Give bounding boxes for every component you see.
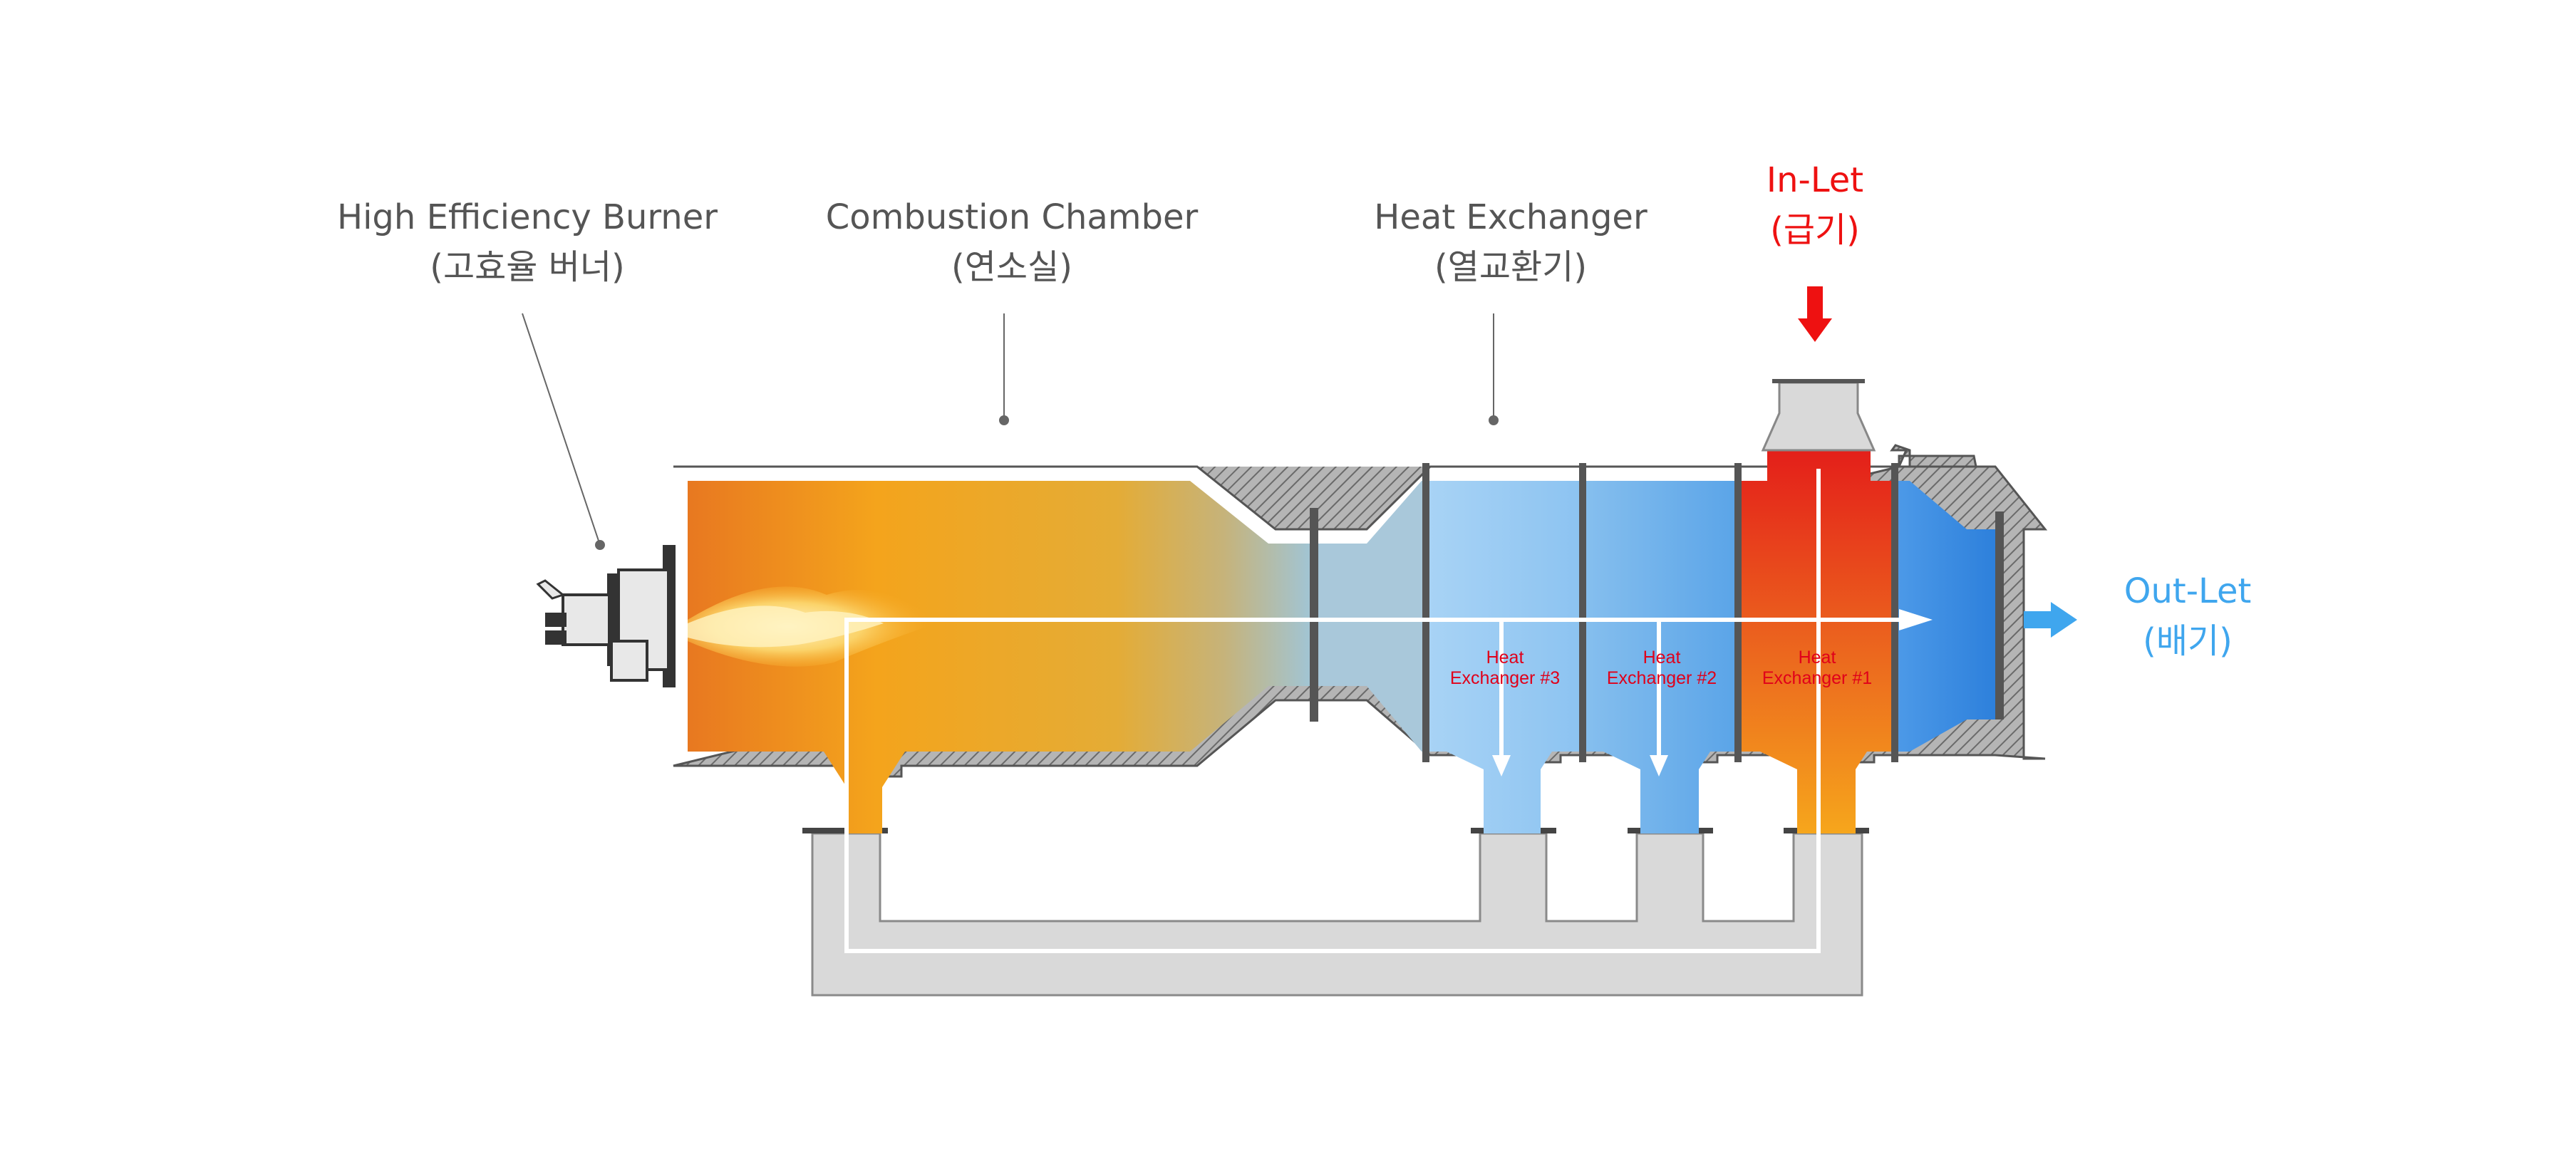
- hx1-label: Heat Exchanger #1: [1742, 648, 1892, 689]
- outlet-arrow-icon: [2024, 602, 2077, 638]
- hx1-label-line2: Exchanger #1: [1762, 668, 1873, 688]
- chamber-label-ko: (연소실): [951, 247, 1072, 287]
- inlet-hopper: [1761, 381, 1876, 452]
- hx3-label-line2: Exchanger #3: [1449, 668, 1561, 688]
- outlet-label-ko: (배기): [2143, 621, 2233, 661]
- flow-arrowheads: [1492, 609, 1933, 776]
- hx2-label: Heat Exchanger #2: [1587, 648, 1737, 689]
- outlet-label: Out-Let (배기): [2045, 566, 2330, 666]
- return-duct: [802, 828, 1869, 997]
- hx1-label-line1: Heat: [1798, 648, 1836, 667]
- chamber-label: Combustion Chamber (연소실): [798, 192, 1226, 292]
- divider-plates: [1310, 463, 1898, 762]
- exchanger-label-ko: (열교환기): [1434, 247, 1588, 287]
- exchanger-label-en: Heat Exchanger: [1374, 197, 1647, 237]
- burner-flame: [688, 586, 937, 667]
- chamber-label-en: Combustion Chamber: [825, 197, 1199, 237]
- burner-label-en: High Efficiency Burner: [337, 197, 718, 237]
- air-flow-path: [844, 469, 1899, 953]
- hx2-label-line2: Exchanger #2: [1606, 668, 1717, 688]
- inlet-arrow-icon: [1798, 286, 1832, 342]
- leader-lines: [522, 313, 1494, 546]
- inlet-label-ko: (급기): [1770, 210, 1860, 250]
- burner-unit: [536, 545, 676, 687]
- outlet-flange: [1995, 511, 2004, 719]
- heat-exchanger-3-body: [1429, 481, 1583, 833]
- leader-dots: [595, 415, 1499, 550]
- hx2-label-line1: Heat: [1643, 648, 1681, 667]
- outlet-label-en: Out-Let: [2124, 571, 2252, 611]
- outlet-section: [1895, 481, 1999, 752]
- reducer-section: [1318, 481, 1429, 752]
- hx3-label: Heat Exchanger #3: [1430, 648, 1580, 689]
- hx3-label-line1: Heat: [1486, 648, 1524, 667]
- burner-label-ko: (고효율 버너): [430, 247, 625, 287]
- inlet-label: In-Let (급기): [1672, 155, 1957, 255]
- exchanger-label: Heat Exchanger (열교환기): [1297, 192, 1724, 292]
- burner-label: High Efficiency Burner (고효율 버너): [314, 192, 741, 292]
- inlet-label-en: In-Let: [1766, 160, 1864, 200]
